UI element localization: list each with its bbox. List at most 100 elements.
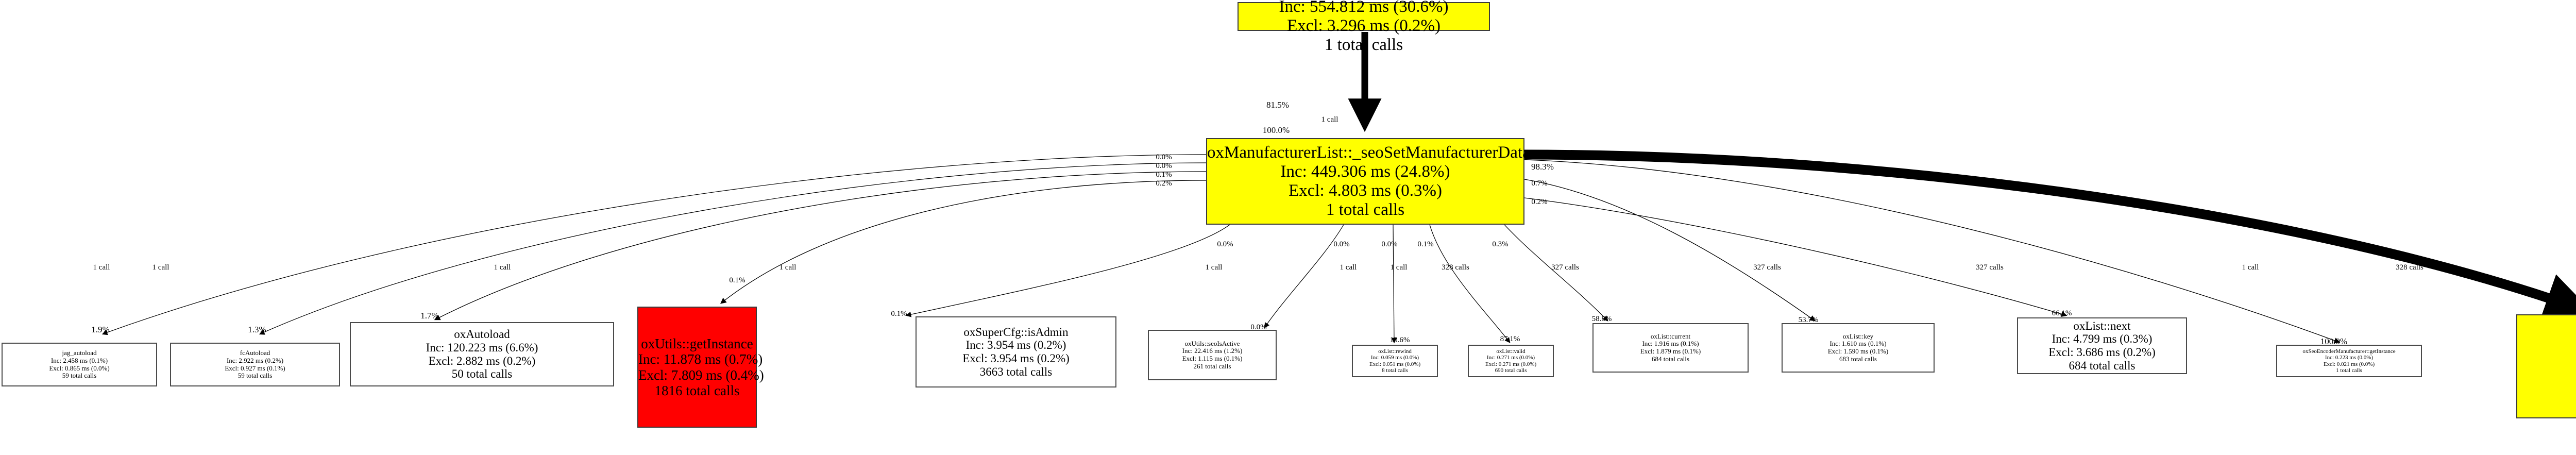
node-exclusive-cost: Excl: 0.865 ms (0.0%) [49, 364, 110, 372]
node-inclusive-cost: Inc: 554.812 ms (30.6%) [1279, 0, 1449, 16]
edge-label: 0.1% [1156, 171, 1172, 179]
node-fcautoload[interactable]: fcAutoload Inc: 2.922 ms (0.2%) Excl: 0.… [170, 343, 340, 386]
node-oxlist-current[interactable]: oxList::current Inc: 1.916 ms (0.1%) Exc… [1592, 323, 1749, 373]
edge-label: 1 call [779, 263, 796, 272]
edge-label: 1 call [1205, 263, 1223, 272]
edge-to-issadmin [905, 224, 1230, 317]
node-exclusive-cost: Excl: 3.296 ms (0.2%) [1287, 16, 1440, 35]
edge-label: 1 call [1340, 263, 1357, 272]
edge-to-oxlist-key [1524, 179, 1816, 322]
node-function-name: oxSuperCfg::isAdmin [963, 325, 1069, 339]
edge-to-seoisactive [1264, 224, 1344, 328]
node-exclusive-cost: Excl: 3.601 ms (0.2%) [2517, 366, 2576, 385]
node-call-count: 261 total calls [1193, 362, 1231, 370]
edge-label: 81.5% [1266, 100, 1289, 110]
node-oxlist-rewind[interactable]: oxList::rewind Inc: 0.059 ms (0.0%) Excl… [1352, 345, 1438, 377]
node-seoencoder-manufacturer-getinstance[interactable]: oxSeoEncoderManufacturer::getInstance In… [2276, 345, 2422, 377]
node-inclusive-cost: Inc: 1.610 ms (0.1%) [1829, 340, 1887, 348]
node-call-count: 684 total calls [1652, 355, 1689, 363]
node-function-name: jag_autoload [62, 349, 97, 357]
edge-label: 327 calls [1753, 263, 1781, 272]
edge-label: 13.6% [1389, 336, 1410, 344]
node-call-count: 1 total calls [1326, 200, 1405, 219]
node-exclusive-cost: Excl: 7.809 ms (0.4%) [638, 367, 764, 383]
node-inclusive-cost: Inc: 436.732 ms (24.1%) [2517, 347, 2576, 366]
node-getmanufacturerurl[interactable]: oxSeoEncoderManufacturer::getManufacture… [2516, 314, 2576, 418]
edge-to-oxlist-next [1524, 197, 2067, 317]
node-function-name: oxList::rewind [1378, 348, 1412, 355]
edge-label: 0.0% [1381, 240, 1398, 248]
node-exclusive-cost: Excl: 3.686 ms (0.2%) [2048, 346, 2156, 359]
node-function-name: oxList::key [1842, 332, 1874, 340]
node-call-count: 59 total calls [62, 372, 97, 380]
edge-label: 0.2% [1531, 198, 1548, 206]
node-call-count: 50 total calls [451, 367, 513, 381]
edge-to-getmanufacturerurl [1524, 149, 2576, 321]
node-inclusive-cost: Inc: 3.954 ms (0.2%) [965, 339, 1066, 352]
node-function-name: oxSeoEncoderManufacturer::getManufacture… [2517, 328, 2576, 347]
edge-label: 1.3% [248, 325, 266, 334]
edge-label: 100.0% [1262, 125, 1290, 135]
edge-to-oxutils-getinstance [720, 180, 1207, 304]
edge-to-oxautoload [434, 171, 1207, 321]
node-inclusive-cost: Inc: 11.878 ms (0.7%) [638, 351, 763, 367]
node-call-count: 59 total calls [238, 372, 273, 380]
edge-label: 0.0% [1250, 323, 1267, 331]
edge-label: 0.7% [1531, 179, 1548, 188]
node-call-count: 8 total calls [1382, 367, 1408, 374]
node-inclusive-cost: Inc: 0.223 ms (0.0%) [2325, 355, 2374, 361]
node-call-count: 1 total calls [1324, 35, 1403, 54]
node-oxautoload[interactable]: oxAutoload Inc: 120.223 ms (6.6%) Excl: … [350, 322, 614, 386]
edge-label: 1.7% [420, 311, 439, 321]
node-exclusive-cost: Excl: 2.882 ms (0.2%) [428, 354, 536, 367]
edge-to-seoencoder-getinstance [1524, 159, 2341, 344]
node-oxutils-getinstance[interactable]: oxUtils::getInstance Inc: 11.878 ms (0.7… [637, 307, 764, 428]
node-jag-autoload[interactable]: jag_autoload Inc: 2.458 ms (0.1%) Excl: … [2, 343, 157, 386]
edge-label: 0.0% [1156, 162, 1172, 170]
node-inclusive-cost: Inc: 2.458 ms (0.1%) [50, 356, 108, 364]
edge-label: 0.3% [1492, 240, 1509, 248]
node-inclusive-cost: Inc: 120.223 ms (6.6%) [426, 341, 538, 354]
node-inclusive-cost: Inc: 4.799 ms (0.3%) [2052, 332, 2153, 346]
node-exclusive-cost: Excl: 0.927 ms (0.1%) [225, 364, 285, 372]
node-call-count: 690 total calls [1495, 367, 1527, 374]
edge-label: 327 calls [1551, 263, 1579, 272]
node-function-name: oxList::current [1650, 332, 1691, 340]
node-exclusive-cost: Excl: 4.803 ms (0.3%) [1289, 181, 1442, 200]
node-function-name: oxUtils::getInstance [641, 336, 753, 352]
edge-label: 1 call [494, 263, 511, 272]
node-oxutils-seoisactive[interactable]: oxUtils::seoIsActive Inc: 22.416 ms (1.2… [1148, 330, 1277, 380]
edge-label: 58.8% [1591, 315, 1612, 323]
edge-label: 100.0% [2568, 307, 2576, 315]
node-function-name: oxList::valid [1496, 348, 1526, 355]
node-call-count: 684 total calls [2069, 359, 2136, 372]
node-inclusive-cost: Inc: 1.916 ms (0.1%) [1642, 340, 1699, 348]
edge-label: 0.1% [891, 310, 907, 318]
node-function-name: oxUtils::seoIsActive [1184, 339, 1240, 347]
edge-to-oxlist-current [1504, 224, 1608, 322]
node-inclusive-cost: Inc: 0.059 ms (0.0%) [1370, 355, 1419, 361]
edge-label: 53.7% [1798, 316, 1819, 324]
edge-label: 328 calls [2396, 263, 2424, 272]
edge-label: 0.2% [1156, 179, 1172, 188]
node-exclusive-cost: Excl: 1.879 ms (0.1%) [1640, 347, 1701, 355]
node-inclusive-cost: Inc: 2.922 ms (0.2%) [226, 356, 284, 364]
node-seoSetManufacturerData[interactable]: oxManufacturerList::_seoSetManufacturerD… [1206, 138, 1530, 225]
node-exclusive-cost: Excl: 0.271 ms (0.0%) [1485, 361, 1537, 367]
node-exclusive-cost: Excl: 0.051 ms (0.0%) [1369, 361, 1421, 367]
node-function-name: oxAutoload [454, 328, 510, 341]
node-oxsupercfg-isadmin[interactable]: oxSuperCfg::isAdmin Inc: 3.954 ms (0.2%)… [916, 316, 1116, 387]
node-call-count: 683 total calls [1839, 355, 1877, 363]
edge-label: 66.1% [2052, 309, 2072, 317]
edge-label: 0.1% [1417, 240, 1434, 248]
node-exclusive-cost: Excl: 0.021 ms (0.0%) [2323, 361, 2375, 367]
node-buildManufacturerTree[interactable]: oxManufacturerList::buildManufacturerTre… [1238, 0, 1490, 54]
node-exclusive-cost: Excl: 3.954 ms (0.2%) [962, 352, 1070, 365]
node-oxlist-valid[interactable]: oxList::valid Inc: 0.271 ms (0.0%) Excl:… [1468, 345, 1554, 377]
node-oxlist-next[interactable]: oxList::next Inc: 4.799 ms (0.3%) Excl: … [2017, 317, 2187, 374]
node-inclusive-cost: Inc: 0.271 ms (0.0%) [1486, 355, 1535, 361]
edge-label: 1.9% [91, 325, 110, 334]
node-oxlist-key[interactable]: oxList::key Inc: 1.610 ms (0.1%) Excl: 1… [1782, 323, 1935, 373]
